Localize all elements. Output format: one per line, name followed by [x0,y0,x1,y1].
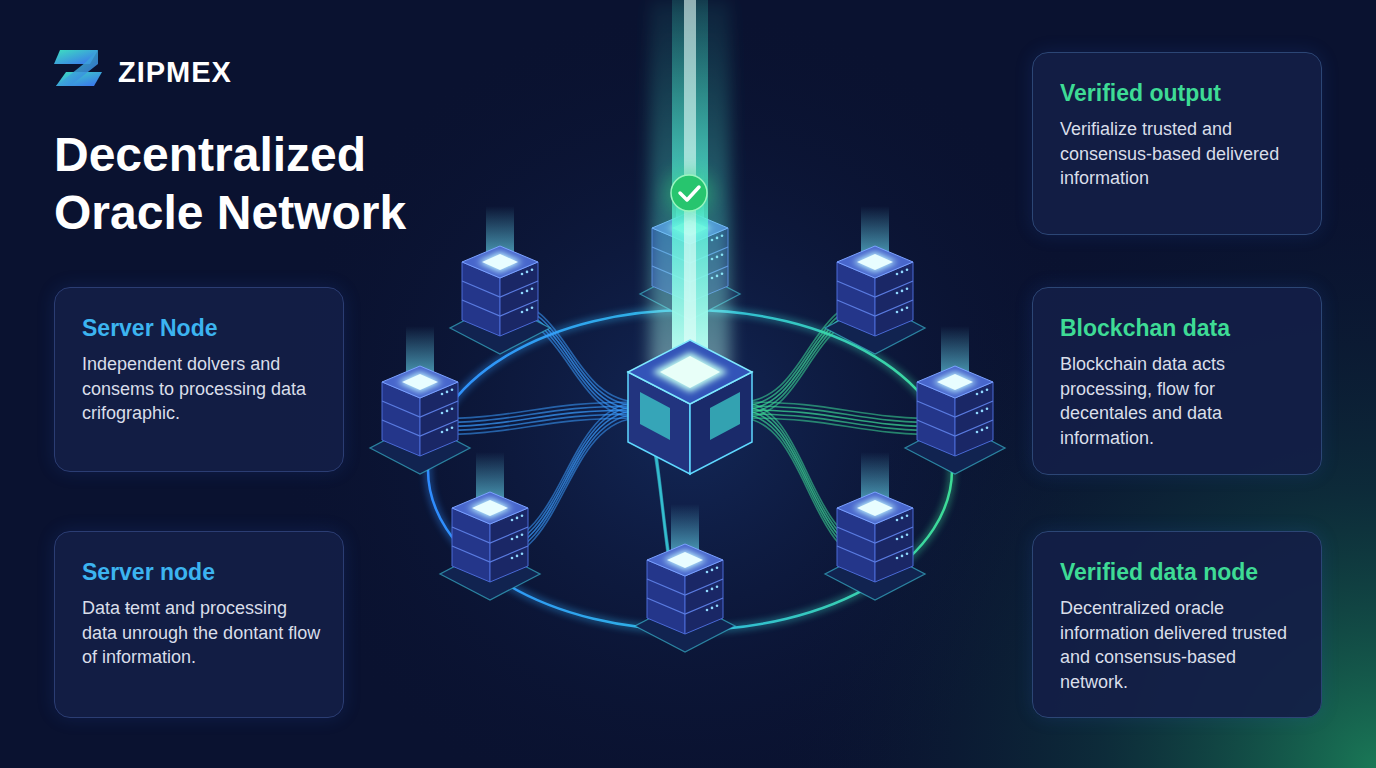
info-card: Verified data nodeDecentralized oracle i… [1032,531,1322,718]
server-stack [440,452,540,600]
server-stack [370,326,470,474]
card-heading: Server Node [82,314,323,342]
server-stack [635,504,735,652]
info-card: Server NodeIndependent dolvers and conse… [54,287,344,472]
card-heading: Blockchan data [1060,314,1301,342]
page-title: Decentralized Oracle Network [54,126,494,242]
brand-logo [54,50,102,86]
card-body: Decentralized oracle information deliver… [1060,596,1301,694]
card-heading: Server node [82,558,323,586]
brand-name: ZIPMEX [118,55,232,89]
card-heading: Verified output [1060,79,1301,107]
card-body: Data ŧemt and processing data unrough th… [82,596,323,670]
check-badge [665,169,713,217]
info-card: Blockchan dataBlockchain data acts proce… [1032,287,1322,475]
oracle-cube [628,340,752,474]
card-body: Independent dolvers and consems to proce… [82,352,323,426]
info-card: Server nodeData ŧemt and processing data… [54,531,344,718]
server-stack [450,206,550,354]
card-heading: Verified data node [1060,558,1301,586]
info-card: Verified outputVerifialize trusted and c… [1032,52,1322,235]
server-stack [825,452,925,600]
card-body: Blockchain data acts processing, flow fo… [1060,352,1301,450]
data-streams [420,299,955,613]
server-stack [825,206,925,354]
server-stack [905,326,1005,474]
card-body: Verifialize trusted and consensus-based … [1060,117,1301,191]
light-beam [672,0,708,372]
